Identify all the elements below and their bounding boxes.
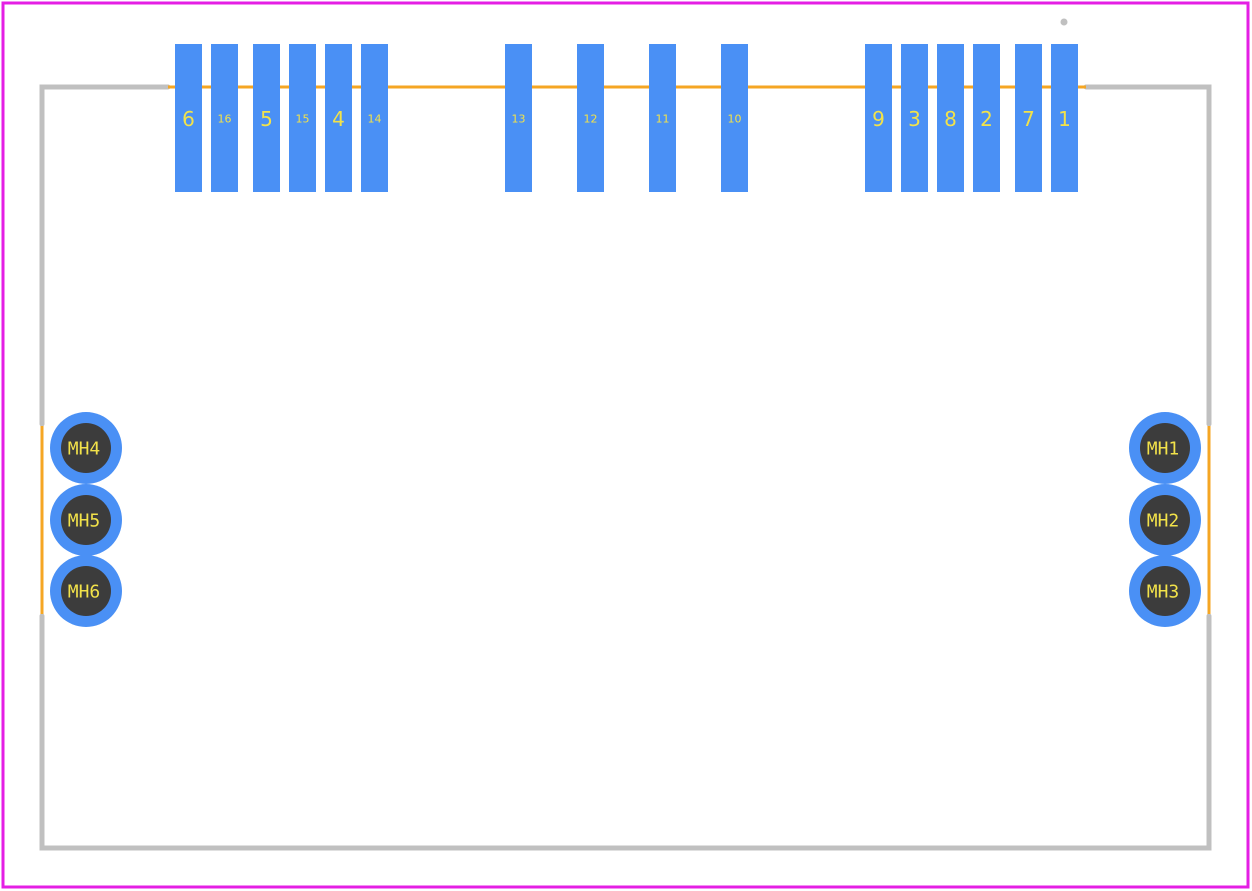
hole-drill	[1140, 423, 1190, 473]
pad-14	[361, 44, 388, 192]
pad-13	[505, 44, 532, 192]
silk-left-top	[39, 84, 171, 427]
hole-drill	[1140, 495, 1190, 545]
pad-9	[865, 44, 892, 192]
pin1-marker	[1060, 18, 1068, 26]
pad-16	[211, 44, 238, 192]
pad-11	[649, 44, 676, 192]
hole-label: MH5	[68, 511, 101, 532]
hole-label: MH3	[1147, 582, 1180, 603]
mounting-hole-mh1: MH1	[1129, 412, 1201, 484]
pad-4	[325, 44, 352, 192]
hole-drill	[61, 566, 111, 616]
pad-label-10: 10	[728, 113, 742, 126]
pad-label-3: 3	[908, 107, 921, 131]
pad-6	[175, 44, 202, 192]
mounting-hole-mh5: MH5	[50, 484, 122, 556]
pad-2	[973, 44, 1000, 192]
mounting-hole-mh6: MH6	[50, 555, 122, 627]
pad-label-1: 1	[1058, 107, 1071, 131]
pad-8	[937, 44, 964, 192]
pad-12	[577, 44, 604, 192]
hole-drill	[61, 423, 111, 473]
pad-label-15: 15	[296, 113, 310, 126]
pad-label-16: 16	[218, 113, 232, 126]
pad-label-9: 9	[872, 107, 885, 131]
hole-drill	[1140, 566, 1190, 616]
pad-label-11: 11	[656, 113, 670, 126]
silkscreen-outline	[39, 84, 1212, 851]
pad-1	[1051, 44, 1078, 192]
pad-7	[1015, 44, 1042, 192]
pad-label-8: 8	[944, 107, 957, 131]
pad-label-14: 14	[368, 113, 382, 126]
pad-label-7: 7	[1022, 107, 1035, 131]
pad-label-12: 12	[584, 113, 598, 126]
pad-15	[289, 44, 316, 192]
hole-drill	[61, 495, 111, 545]
pad-label-5: 5	[260, 107, 273, 131]
pad-label-2: 2	[980, 107, 993, 131]
pad-3	[901, 44, 928, 192]
silk-bottom	[39, 613, 1212, 851]
pad-5	[253, 44, 280, 192]
pad-label-13: 13	[512, 113, 526, 126]
hole-label: MH4	[68, 439, 101, 460]
mounting-hole-mh4: MH4	[50, 412, 122, 484]
silk-right-top	[1083, 84, 1212, 427]
pad-label-6: 6	[182, 107, 195, 131]
pad-10	[721, 44, 748, 192]
mounting-hole-mh2: MH2	[1129, 484, 1201, 556]
hole-label: MH2	[1147, 511, 1180, 532]
courtyard-outline	[40, 85, 1211, 614]
mounting-hole-mh3: MH3	[1129, 555, 1201, 627]
hole-label: MH1	[1147, 439, 1180, 460]
hole-label: MH6	[68, 582, 101, 603]
pad-label-4: 4	[332, 107, 345, 131]
